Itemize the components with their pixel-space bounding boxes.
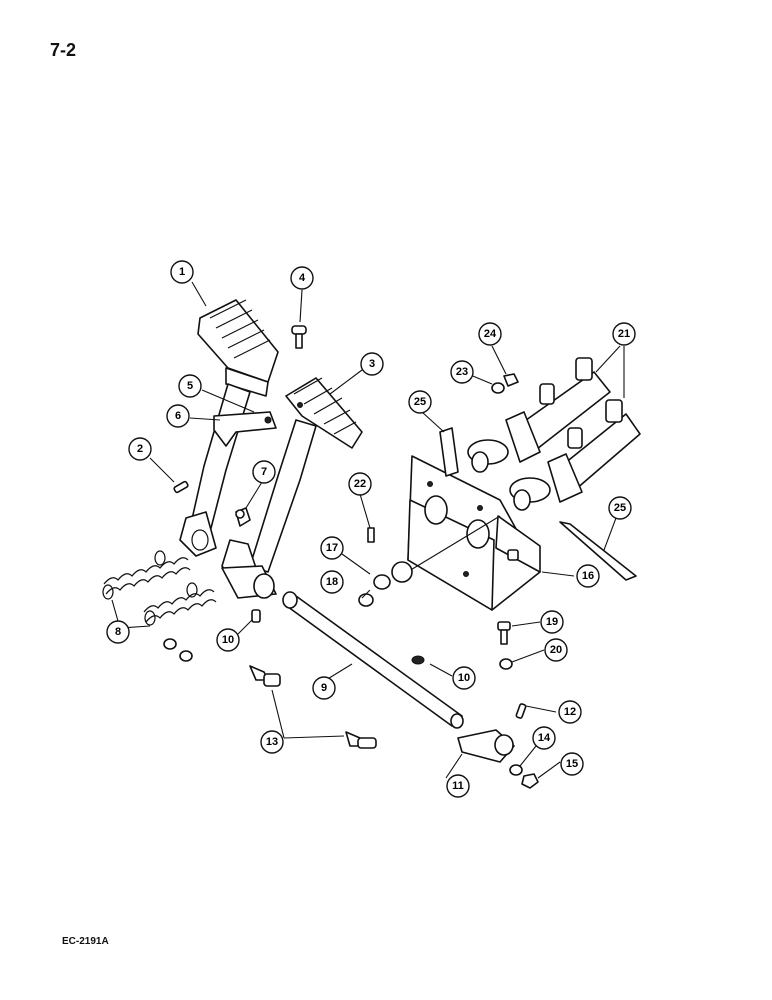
pedal-arm-right xyxy=(221,419,317,599)
push-rod xyxy=(358,515,501,607)
svg-text:23: 23 xyxy=(456,366,468,378)
svg-text:8: 8 xyxy=(115,626,121,638)
bolt-22 xyxy=(367,527,375,543)
svg-text:2: 2 xyxy=(137,443,143,455)
brake-pedal-pad-right xyxy=(285,377,363,449)
svg-text:14: 14 xyxy=(538,732,551,744)
svg-text:10: 10 xyxy=(222,634,234,646)
cross-shaft xyxy=(282,591,464,729)
washer-20 xyxy=(499,658,513,670)
leader-lines xyxy=(111,281,625,779)
page-number: 7-2 xyxy=(50,40,77,60)
grease-fitting xyxy=(235,507,251,527)
pin-4 xyxy=(291,325,307,349)
callout-14: 14 xyxy=(532,726,556,750)
svg-text:21: 21 xyxy=(618,328,630,340)
adjuster-bolts xyxy=(249,665,377,749)
svg-text:20: 20 xyxy=(550,644,562,656)
callout-15: 15 xyxy=(560,752,584,776)
svg-text:5: 5 xyxy=(187,380,193,392)
nut-15 xyxy=(521,773,539,789)
svg-text:19: 19 xyxy=(546,616,558,628)
svg-text:6: 6 xyxy=(175,410,181,422)
key-10b xyxy=(411,655,425,665)
callout-7: 7 xyxy=(252,460,276,484)
callout-23: 23 xyxy=(450,360,474,384)
callout-21: 21 xyxy=(612,322,636,346)
callout-25-left: 25 xyxy=(408,390,432,414)
brake-pedal-pad-left xyxy=(197,299,279,397)
callout-10-right: 10 xyxy=(452,666,476,690)
svg-text:25: 25 xyxy=(414,396,426,408)
callout-19: 19 xyxy=(540,610,564,634)
roll-pin-2 xyxy=(173,480,189,494)
svg-text:24: 24 xyxy=(484,328,497,340)
master-cylinder-lower xyxy=(509,399,641,511)
svg-text:18: 18 xyxy=(326,576,338,588)
washer-23 xyxy=(491,382,505,394)
lever-arm xyxy=(457,729,515,763)
callout-16: 16 xyxy=(576,564,600,588)
spacer-strip-25a xyxy=(439,427,459,477)
svg-text:4: 4 xyxy=(299,272,306,284)
spacer-strip-25b xyxy=(559,521,637,581)
pedal-arm-left xyxy=(179,383,251,557)
svg-text:16: 16 xyxy=(582,570,594,582)
svg-text:3: 3 xyxy=(369,358,375,370)
svg-text:9: 9 xyxy=(321,682,327,694)
callout-10-left: 10 xyxy=(216,628,240,652)
svg-text:7: 7 xyxy=(261,466,267,478)
svg-text:10: 10 xyxy=(458,672,470,684)
svg-text:1: 1 xyxy=(179,266,185,278)
callout-2: 2 xyxy=(128,437,152,461)
callout-6: 6 xyxy=(166,404,190,428)
svg-text:22: 22 xyxy=(354,478,366,490)
figure-code: EC-2191A xyxy=(62,936,109,947)
callout-5: 5 xyxy=(178,374,202,398)
callout-18: 18 xyxy=(320,570,344,594)
mounting-bracket xyxy=(407,455,541,611)
callout-8: 8 xyxy=(106,620,130,644)
return-springs xyxy=(102,550,217,662)
svg-text:13: 13 xyxy=(266,736,278,748)
svg-text:12: 12 xyxy=(564,706,576,718)
callout-20: 20 xyxy=(544,638,568,662)
callout-17: 17 xyxy=(320,536,344,560)
callout-22: 22 xyxy=(348,472,372,496)
roll-pin-10a xyxy=(251,609,261,623)
bolt-19 xyxy=(497,621,511,645)
callout-25-right: 25 xyxy=(608,496,632,520)
callout-4: 4 xyxy=(290,266,314,290)
nut-24 xyxy=(503,373,519,387)
master-cylinder-upper xyxy=(467,357,611,473)
svg-text:17: 17 xyxy=(326,542,338,554)
svg-text:11: 11 xyxy=(452,780,464,792)
roll-pin-12 xyxy=(515,703,527,719)
callout-11: 11 xyxy=(446,774,470,798)
callout-9: 9 xyxy=(312,676,336,700)
svg-text:25: 25 xyxy=(614,502,626,514)
pedal-bracket xyxy=(213,411,277,447)
callout-1: 1 xyxy=(170,260,194,284)
callout-24: 24 xyxy=(478,322,502,346)
svg-text:15: 15 xyxy=(566,758,578,770)
callout-12: 12 xyxy=(558,700,582,724)
callout-13: 13 xyxy=(260,730,284,754)
callout-3: 3 xyxy=(360,352,384,376)
washer-14 xyxy=(509,764,523,776)
